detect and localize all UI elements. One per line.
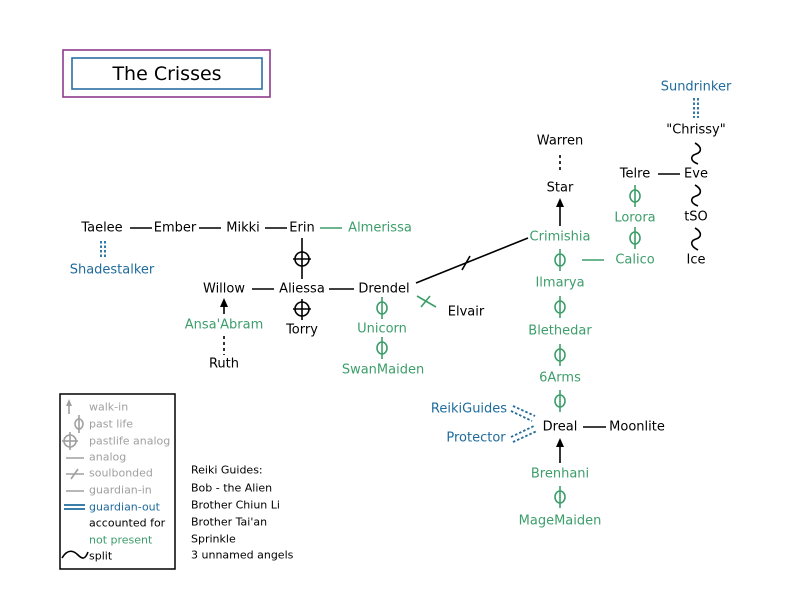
title-outer-border: [62, 49, 271, 98]
past-life-drendel-unicorn: [376, 296, 388, 320]
reiki-guide-item: Brother Chiun Li: [191, 499, 280, 512]
node-telre: Telre: [619, 167, 650, 182]
guardian-out-protector-a: [510, 425, 535, 438]
node-reikiguides: ReikiGuides: [431, 402, 507, 417]
title-box: The Crisses: [62, 49, 271, 98]
node-6arms: 6Arms: [539, 371, 581, 386]
node-unicorn: Unicorn: [357, 322, 407, 337]
node-taelee: Taelee: [80, 221, 122, 236]
reiki-guide-item: 3 unnamed angels: [191, 549, 294, 562]
soulbonded-icon: [66, 468, 84, 480]
node-almerissa: Almerissa: [348, 221, 412, 236]
legend: walk-in past life pastlife analog analog…: [59, 393, 176, 570]
node-erin: Erin: [289, 221, 314, 236]
node-ruth: Ruth: [209, 357, 239, 372]
node-drendel: Drendel: [358, 282, 409, 297]
legend-guardian-out: guardian-out: [89, 501, 161, 514]
node-calico: Calico: [615, 253, 654, 268]
node-ansa-abram: Ansa'Abram: [185, 318, 264, 333]
legend-accounted-for: accounted for: [89, 517, 166, 530]
past-life-brenhani-magemaiden: [554, 485, 566, 509]
node-protector: Protector: [446, 431, 506, 446]
title-inner-border: [71, 57, 263, 90]
node-blethedar: Blethedar: [528, 324, 592, 339]
people: Taelee Ember Mikki Erin Almerissa Shades…: [70, 80, 732, 529]
split-icon: [61, 550, 89, 559]
node-swanmaiden: SwanMaiden: [342, 363, 424, 378]
reiki-guide-item: Bob - the Alien: [191, 482, 272, 495]
past-life-icon: [74, 415, 84, 433]
node-tso: tSO: [684, 210, 708, 225]
split-eve-tso: [690, 184, 702, 207]
node-chrissy: "Chrissy": [666, 123, 725, 138]
node-ember: Ember: [154, 221, 197, 236]
past-life-crimishia-ilmarya: [554, 248, 566, 272]
past-life-telre-lorora: [629, 184, 641, 208]
node-willow: Willow: [203, 282, 245, 297]
reiki-guide-item: Brother Tai'an: [191, 516, 267, 529]
pastlife-analog-erin-aliessa: [293, 238, 311, 279]
legend-past-life: past life: [89, 418, 133, 431]
legend-walk-in: walk-in: [89, 401, 128, 414]
node-moonlite: Moonlite: [609, 420, 665, 435]
walk-in-crimishia-star: [556, 198, 564, 226]
node-mikki: Mikki: [226, 221, 260, 236]
past-life-6arms-dreal: [554, 389, 566, 413]
legend-not-present: not present: [89, 534, 153, 547]
split-tso-ice: [690, 227, 702, 251]
page-title: The Crisses: [111, 63, 221, 85]
node-sundrinker: Sundrinker: [661, 80, 732, 95]
legend-pastlife-analog: pastlife analog: [89, 435, 170, 448]
soulbonded-drendel-crimishia: [415, 237, 529, 284]
walk-in-arrow-icon: [66, 399, 72, 414]
reiki-guide-item: Sprinkle: [191, 533, 236, 546]
legend-soulbonded: soulbonded: [89, 467, 153, 480]
guardian-out-reikiguides-b: [510, 410, 533, 422]
guardian-out-reikiguides-a: [512, 405, 536, 417]
node-crimishia: Crimishia: [530, 230, 591, 245]
guardian-out-protector-b: [512, 430, 538, 443]
walk-in-ansa-abram-willow: [220, 298, 228, 314]
legend-split: split: [89, 550, 113, 563]
legend-analog: analog: [89, 451, 126, 464]
node-star: Star: [547, 181, 574, 196]
node-ice: Ice: [687, 253, 706, 268]
node-eve: Eve: [684, 167, 708, 182]
reiki-guides-note: Reiki Guides: Bob - the Alien Brother Ch…: [191, 464, 294, 562]
node-warren: Warren: [537, 134, 583, 149]
past-life-blethedar-6arms: [554, 343, 566, 367]
pastlife-analog-icon: [62, 432, 78, 450]
split-chrissy-eve: [690, 142, 702, 165]
legend-guardian-in: guardian-in: [89, 484, 152, 497]
past-life-ilmarya-blethedar: [554, 295, 566, 319]
past-life-unicorn-swanmaiden: [376, 336, 388, 360]
node-ilmarya: Ilmarya: [535, 276, 584, 291]
node-magemaiden: MageMaiden: [519, 514, 602, 529]
node-elvair: Elvair: [448, 305, 485, 320]
node-aliessa: Aliessa: [279, 282, 325, 297]
guardian-out-icon: [64, 504, 85, 510]
walk-in-brenhani-dreal: [556, 438, 564, 463]
node-torry: Torry: [285, 323, 318, 338]
pastlife-analog-aliessa-torry: [293, 299, 311, 320]
soulbonded-drendel-elvair: [416, 295, 437, 308]
node-lorora: Lorora: [614, 211, 655, 226]
node-brenhani: Brenhani: [531, 467, 589, 482]
reiki-guides-heading: Reiki Guides:: [191, 464, 263, 477]
connectors: [100, 98, 702, 509]
node-dreal: Dreal: [543, 420, 578, 435]
node-shadestalker: Shadestalker: [70, 263, 155, 278]
past-life-lorora-calico: [629, 226, 641, 250]
